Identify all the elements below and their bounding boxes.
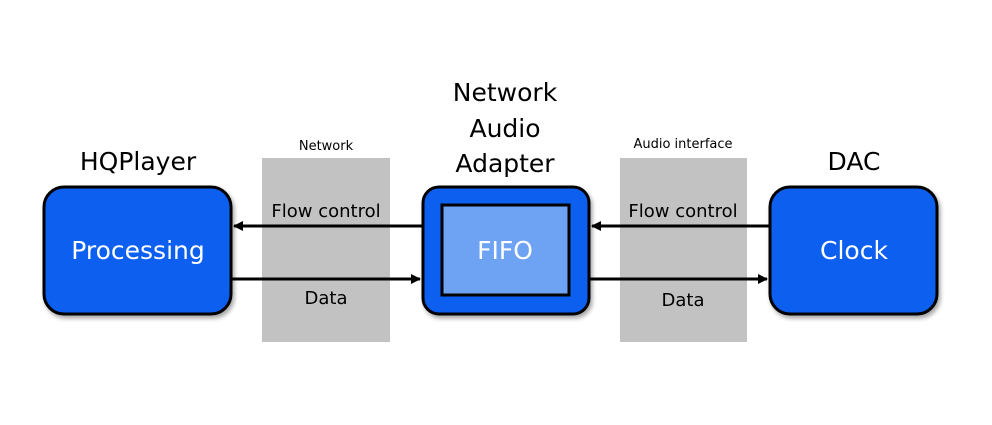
audio-interface-band-label: Audio interface — [633, 137, 732, 152]
dac-title: DAC — [828, 147, 881, 176]
left-flow-control-label: Flow control — [271, 201, 380, 222]
processing-box — [42, 185, 233, 316]
network-band — [262, 158, 390, 342]
naa-title-line1: Network — [453, 78, 558, 107]
processing-label: Processing — [71, 236, 205, 265]
naa-title-line2: Audio — [469, 114, 540, 143]
naa-title-line3: Adapter — [455, 149, 555, 178]
network-band-label: Network — [299, 139, 354, 154]
audio-interface-band — [620, 158, 747, 342]
clock-box — [768, 185, 939, 316]
hqplayer-title: HQPlayer — [80, 147, 197, 176]
left-data-label: Data — [305, 288, 348, 309]
fifo-label: FIFO — [477, 236, 533, 265]
right-flow-control-label: Flow control — [628, 201, 737, 222]
fifo-box — [440, 203, 571, 297]
clock-label: Clock — [820, 236, 888, 265]
right-data-label: Data — [662, 290, 705, 311]
